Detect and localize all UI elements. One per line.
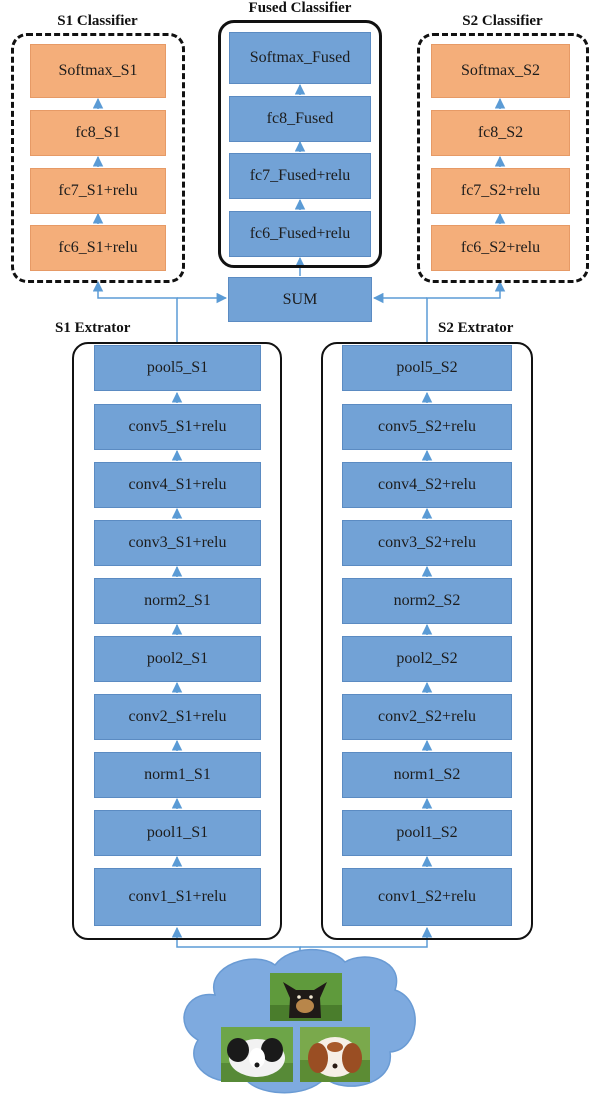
s2-pool5-layer: pool5_S2	[342, 345, 512, 391]
s1-conv1-layer: conv1_S1+relu	[94, 868, 261, 926]
s1-norm2-layer: norm2_S1	[94, 578, 261, 624]
s2-conv4-layer: conv4_S2+relu	[342, 462, 512, 508]
s2-softmax-layer: Softmax_S2	[431, 44, 570, 98]
s2-fc8-layer: fc8_S2	[431, 110, 570, 156]
s2-fc6-layer: fc6_S2+relu	[431, 225, 570, 271]
s1-extractor-frame	[72, 342, 282, 940]
s2-norm1-layer: norm1_S2	[342, 752, 512, 798]
s2-norm2-layer: norm2_S2	[342, 578, 512, 624]
s1-fc6-layer: fc6_S1+relu	[30, 225, 166, 271]
s2-conv5-layer: conv5_S2+relu	[342, 404, 512, 450]
fused-fc7-layer: fc7_Fused+relu	[229, 153, 371, 199]
cavalier-spaniel-dog-photo	[300, 1027, 370, 1082]
s1-pool2-layer: pool2_S1	[94, 636, 261, 682]
s1-norm1-layer: norm1_S1	[94, 752, 261, 798]
s1-conv2-layer: conv2_S1+relu	[94, 694, 261, 740]
s1-conv3-layer: conv3_S1+relu	[94, 520, 261, 566]
fused-classifier-frame	[218, 20, 382, 268]
arrow	[426, 280, 506, 344]
arrow	[300, 926, 433, 948]
s1-conv5-layer: conv5_S1+relu	[94, 404, 261, 450]
s2-conv1-layer: conv1_S2+relu	[342, 868, 512, 926]
s2-conv2-layer: conv2_S2+relu	[342, 694, 512, 740]
s2-extractor-title: S2 Extrator	[438, 320, 514, 336]
s1-pool5-layer: pool5_S1	[94, 345, 261, 391]
s1-fc7-layer: fc7_S1+relu	[30, 168, 166, 214]
s1-classifier-frame	[11, 33, 185, 283]
fused-fc6-layer: fc6_Fused+relu	[229, 211, 371, 257]
input-cloud	[183, 948, 416, 1094]
s2-classifier-frame	[417, 33, 589, 283]
japanese-chin-dog-photo	[221, 1027, 293, 1082]
s1-extractor-title: S1 Extrator	[55, 320, 131, 336]
s1-classifier-title: S1 Classifier	[57, 13, 138, 29]
sum-node: SUM	[228, 277, 372, 322]
s2-pool2-layer: pool2_S2	[342, 636, 512, 682]
s2-fc7-layer: fc7_S2+relu	[431, 168, 570, 214]
s1-conv4-layer: conv4_S1+relu	[94, 462, 261, 508]
arrow	[92, 280, 178, 344]
fused-classifier-title: Fused Classifier	[248, 0, 352, 16]
s2-classifier-title: S2 Classifier	[462, 13, 543, 29]
s2-pool1-layer: pool1_S2	[342, 810, 512, 856]
fused-softmax-layer: Softmax_Fused	[229, 32, 371, 84]
s2-conv3-layer: conv3_S2+relu	[342, 520, 512, 566]
s2-extractor-frame	[321, 342, 533, 940]
s1-pool1-layer: pool1_S1	[94, 810, 261, 856]
s1-fc8-layer: fc8_S1	[30, 110, 166, 156]
fused-fc8-layer: fc8_Fused	[229, 96, 371, 142]
chihuahua-dog-photo	[270, 973, 342, 1021]
s1-softmax-layer: Softmax_S1	[30, 44, 166, 98]
